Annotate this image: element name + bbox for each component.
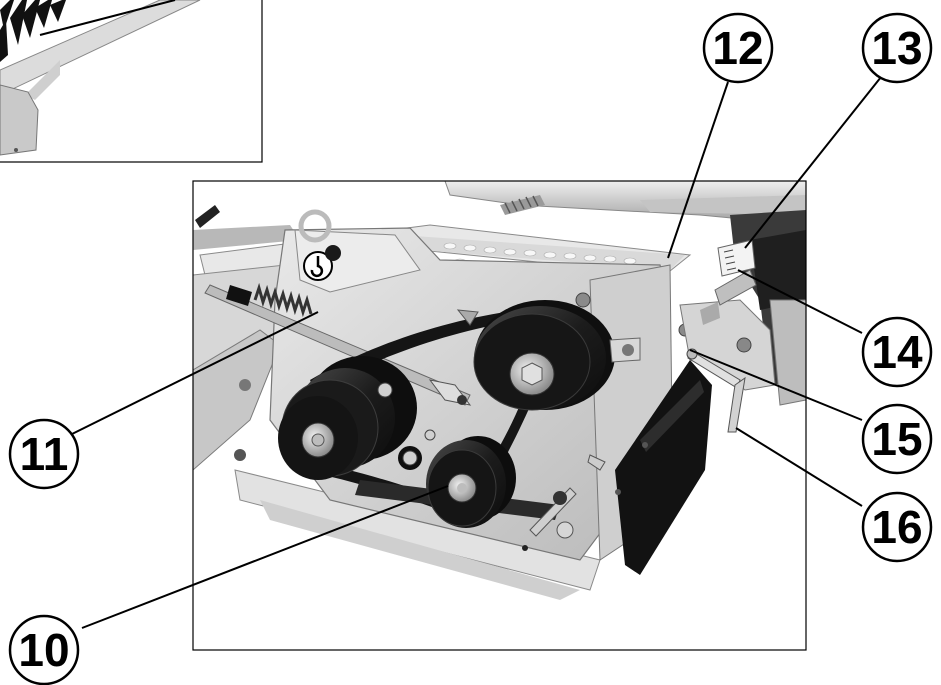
main-photo-frame [192,180,807,651]
callout-16: 16 [861,491,933,563]
callout-13: 13 [861,12,933,84]
main-machine-photo [193,181,806,650]
callout-10: 10 [8,614,80,685]
callout-11-label: 11 [20,428,69,480]
drive-pulley-small [426,436,516,528]
callout-11: 11 [8,418,80,490]
inset-detail-photo [0,0,262,162]
callout-15-label: 15 [871,413,922,465]
callout-12: 12 [702,12,774,84]
inset-frame [0,0,263,163]
callout-14: 14 [861,316,933,388]
callout-15: 15 [861,403,933,475]
callout-16-label: 16 [871,501,922,553]
pulley-stack-left [278,356,417,480]
callout-14-label: 14 [871,326,923,378]
drive-pulley-large [473,300,615,411]
callout-13-label: 13 [871,22,922,74]
callout-12-label: 12 [712,22,763,74]
callout-10-label: 10 [18,624,69,676]
leader-lines [71,71,886,629]
lifting-hook-icon [303,251,333,281]
